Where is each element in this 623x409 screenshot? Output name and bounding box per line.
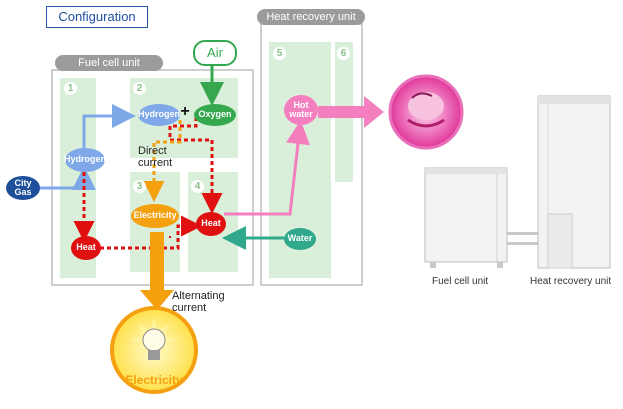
diagram-title: Configuration	[46, 6, 148, 28]
heat-recovery-photo-caption: Heat recovery unit	[530, 276, 612, 287]
ac-output-arrow	[140, 232, 174, 310]
heat-left-node: Heat	[71, 236, 101, 260]
section-number-6: 6	[337, 47, 350, 60]
water-node: Water	[284, 228, 316, 250]
plus-sign: +	[180, 102, 190, 120]
heat-recovery-unit-tag: Heat recovery unit	[257, 9, 365, 25]
oxygen-node: Oxygen	[194, 104, 236, 126]
electricity-node: Electricity	[131, 204, 179, 228]
hot-water-output-arrow	[318, 96, 384, 128]
hydrogen-left-node: Hydrogen	[64, 148, 106, 172]
hot-water-photo-icon	[388, 74, 464, 150]
fuel-cell-photo-caption: Fuel cell unit	[432, 276, 489, 287]
fuel-cell-unit-tag: Fuel cell unit	[55, 55, 163, 71]
section-number-2: 2	[133, 82, 146, 95]
heat-mid-node: Heat	[196, 212, 226, 236]
fuel-cell-appliance-icon	[424, 167, 508, 268]
section-number-5: 5	[273, 47, 286, 60]
section-number-3: 3	[133, 180, 146, 193]
section-number-1: 1	[64, 82, 77, 95]
heat-recovery-appliance-icon	[537, 95, 611, 269]
air-node: Air	[193, 40, 237, 66]
electricity-bulb-label: Electricity	[125, 373, 183, 387]
section-number-4: 4	[191, 180, 204, 193]
hydrogen-top-node: Hydrogen	[138, 104, 180, 126]
light-bulb-icon	[110, 306, 198, 394]
